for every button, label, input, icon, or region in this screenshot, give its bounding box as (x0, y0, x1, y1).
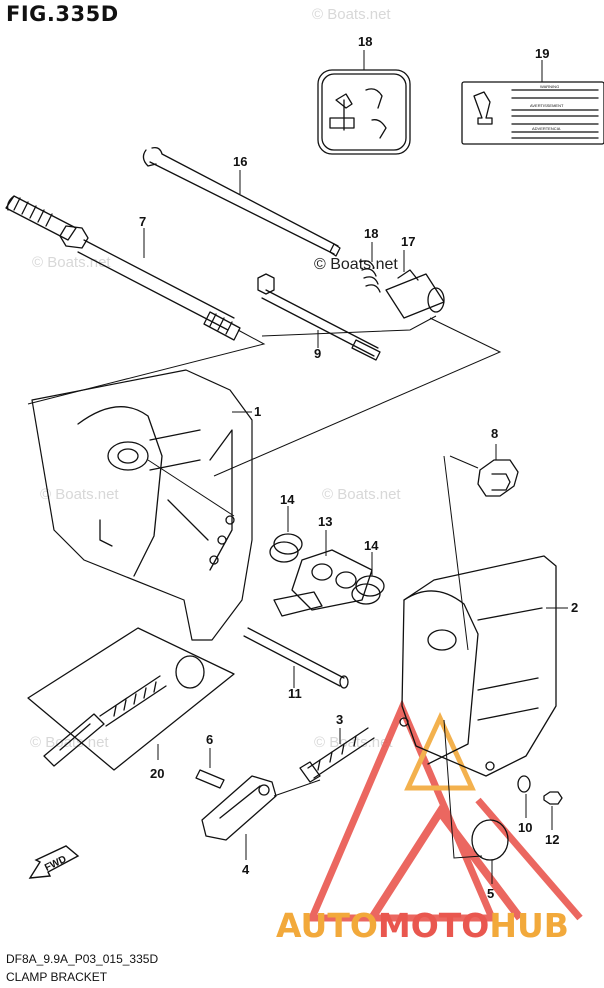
part-13-plate (273, 549, 373, 617)
callout-6: 6 (206, 732, 213, 747)
callout-9: 9 (314, 346, 321, 361)
watermark: © Boats.net (322, 486, 401, 503)
callout-8: 8 (491, 426, 498, 441)
svg-text:ADVERTENCIA: ADVERTENCIA (532, 126, 561, 131)
part-11-pin (243, 627, 349, 689)
part-3-screw (299, 727, 375, 783)
part-5-cap (471, 819, 509, 861)
automotohub-triangle-logo (306, 699, 583, 922)
callout-10: 10 (518, 820, 532, 835)
callout-labels: 18 19 16 7 18 17 9 1 8 14 13 14 2 11 3 6… (139, 34, 578, 901)
leader-lines (27, 50, 568, 884)
part-12-nut (543, 791, 563, 805)
callout-7: 7 (139, 214, 146, 229)
callout-16: 17 (401, 234, 415, 249)
part-15-rod (142, 146, 341, 257)
callout-12: 12 (545, 832, 559, 847)
part-7-bolt (5, 195, 241, 341)
part-16-cap (385, 269, 445, 319)
label-19-text: WARNING AVERTISSEMENT ADVERTENCIA (530, 84, 564, 131)
callout-1: 1 (254, 404, 261, 419)
part-9-bolt (257, 273, 381, 361)
figure-title: FIG.335D (6, 2, 119, 26)
svg-text:WARNING: WARNING (540, 84, 559, 89)
part-14-bushing-upper (269, 533, 303, 563)
fwd-arrow-icon: FWD (26, 838, 82, 891)
callout-4: 4 (242, 862, 250, 877)
part-1-clamp-bracket (31, 369, 253, 641)
diagram-caption: CLAMP BRACKET (6, 970, 108, 984)
callout-5: 5 (487, 886, 494, 901)
callout-11: 11 (288, 686, 302, 701)
watermark-dark: © Boats.net (314, 256, 398, 273)
part-8-nut (477, 459, 519, 497)
part-17-spring (359, 260, 381, 293)
callout-2: 2 (571, 600, 578, 615)
callout-15: 16 (233, 154, 247, 169)
callout-14a: 14 (280, 492, 295, 507)
svg-text:AVERTISSEMENT: AVERTISSEMENT (530, 103, 564, 108)
part-10-washer (517, 775, 531, 793)
callout-14b: 14 (364, 538, 379, 553)
watermark: © Boats.net (312, 6, 391, 23)
diagram-code: DF8A_9.9A_P03_015_335D (6, 952, 159, 966)
part-20-clamp-screw (27, 627, 235, 771)
automotohub-wordmark: AUTOMOTOHUB (276, 906, 569, 945)
callout-3: 3 (336, 712, 343, 727)
part-2-clamp-bracket (399, 555, 557, 777)
callout-13: 13 (318, 514, 332, 529)
part-18-sticker (317, 69, 411, 155)
part-6-pin (195, 769, 225, 789)
part-4-handle (201, 775, 277, 841)
part-19-label (461, 81, 604, 145)
callout-17: 18 (364, 226, 378, 241)
callout-19: 19 (535, 46, 549, 61)
watermark: © Boats.net (40, 486, 119, 503)
callout-20: 20 (150, 766, 164, 781)
callout-18: 18 (358, 34, 372, 49)
